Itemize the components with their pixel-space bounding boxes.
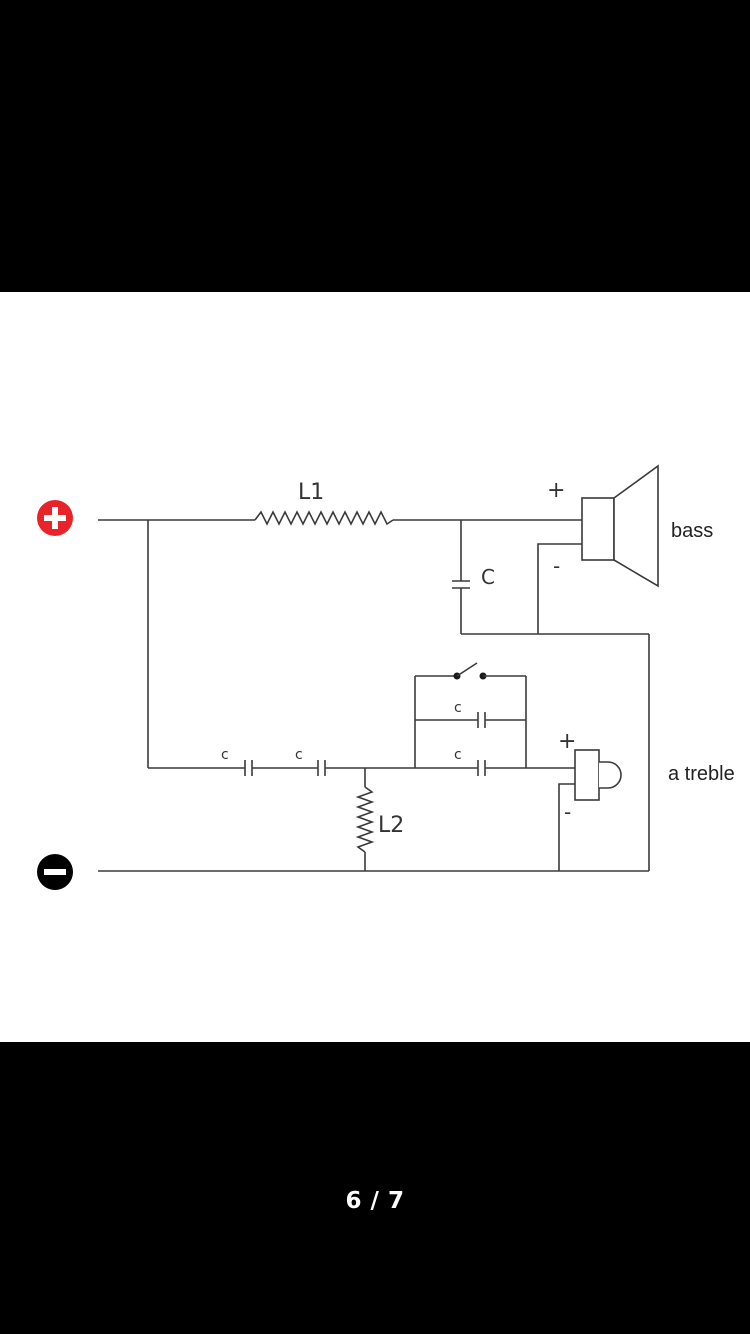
label-l2: L2 (378, 813, 404, 838)
crossover-circuit-diagram: L1 L2 C c c c c + - + - bass a treble (37, 464, 735, 890)
label-bass-plus: + (547, 478, 565, 503)
label-bass-minus: - (553, 554, 560, 578)
bass-negative-wire (537, 543, 582, 634)
treble-speaker-icon (574, 749, 622, 801)
label-treble: a treble (668, 763, 735, 785)
label-c-left-1: c (221, 747, 229, 763)
label-l1: L1 (298, 480, 324, 505)
image-panel[interactable]: L1 L2 C c c c c + - + - bass a treble (0, 292, 750, 1042)
top-rail (98, 510, 582, 526)
label-treble-plus: + (558, 729, 576, 754)
treble-negative-wire (558, 783, 575, 871)
label-c-left-2: c (295, 747, 303, 763)
label-c-mid: c (454, 700, 462, 716)
plus-circle-icon (37, 500, 73, 536)
capacitor-c-main (452, 520, 649, 635)
label-bass: bass (671, 520, 713, 542)
label-c-bottom: c (454, 747, 462, 763)
page-indicator: 6 / 7 (345, 1188, 405, 1214)
treble-input-wire (148, 760, 415, 776)
bass-speaker-icon (581, 464, 659, 588)
switch-capacitor-network (414, 662, 575, 776)
label-treble-minus: - (564, 800, 571, 824)
inductor-l1 (254, 510, 394, 526)
label-c-main: C (481, 565, 495, 589)
minus-circle-icon (37, 854, 73, 890)
inductor-l2 (355, 768, 375, 871)
